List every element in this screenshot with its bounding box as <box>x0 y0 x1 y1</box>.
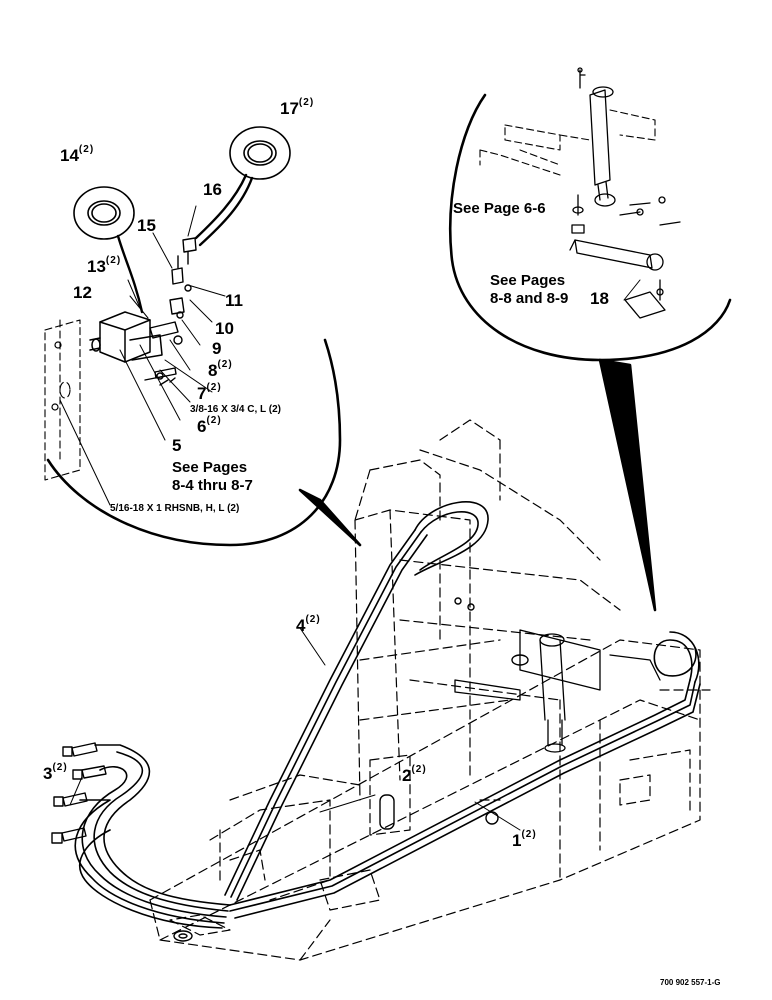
frame-cylinder-assembly <box>454 629 661 753</box>
detail-circle-right <box>449 93 732 612</box>
callout-part-6: 6(2) <box>197 415 222 436</box>
right-frame-bracket <box>479 109 656 176</box>
left-mount-holes <box>51 341 62 411</box>
callout-part-4: 4(2) <box>296 614 321 635</box>
see-page-6-6-note: See Page 6-6 <box>453 200 546 217</box>
callout-part-12: 12 <box>73 283 92 302</box>
frame-outline <box>149 419 711 961</box>
callout-part-7: 7(2) <box>197 382 222 403</box>
figure-code: 700 902 557-1-G <box>660 978 721 987</box>
frame-holes <box>173 597 529 942</box>
callout-part-8: 8(2) <box>208 359 233 380</box>
hoses-to-couplers <box>74 744 231 929</box>
callout-part-16: 16 <box>203 180 222 199</box>
bolt-spec-3-8: 3/8-16 X 3/4 C, L (2) <box>190 404 281 415</box>
callout-part-11: 11 <box>225 291 243 310</box>
callout-part-17: 17(2) <box>280 97 315 118</box>
callout-part-3: 3(2) <box>43 762 68 783</box>
see-pages-8-8-note: See Pages 8-8 and 8-9 <box>490 272 569 307</box>
fittings-chain <box>144 237 197 386</box>
left-mount-plate <box>44 319 81 481</box>
callout-part-18: 18 <box>590 289 609 308</box>
hydraulic-line-4 <box>224 501 489 901</box>
hydraulic-line-1 <box>229 631 701 919</box>
callout-part-5: 5 <box>172 436 182 455</box>
detail-circle-left <box>46 338 362 547</box>
hose-ring-17 <box>194 126 291 247</box>
callout-part-13: 13(2) <box>87 255 122 276</box>
callout-part-14: 14(2) <box>60 144 95 165</box>
callout-part-9: 9 <box>212 339 222 358</box>
coupler-group <box>51 742 107 844</box>
valve-block <box>89 311 163 363</box>
callout-part-15: 15 <box>137 216 156 235</box>
hose-ring-14 <box>73 186 144 314</box>
callout-part-2: 2(2) <box>402 764 427 785</box>
leader-lines <box>59 205 641 831</box>
callout-part-10: 10 <box>215 319 234 338</box>
bolt-spec-5-16: 5/16-18 X 1 RHSNB, H, L (2) <box>110 503 240 514</box>
see-pages-8-4-note: See Pages 8-4 thru 8-7 <box>172 459 253 494</box>
right-cylinder-assembly <box>569 67 681 319</box>
callout-part-1: 1(2) <box>512 829 537 850</box>
